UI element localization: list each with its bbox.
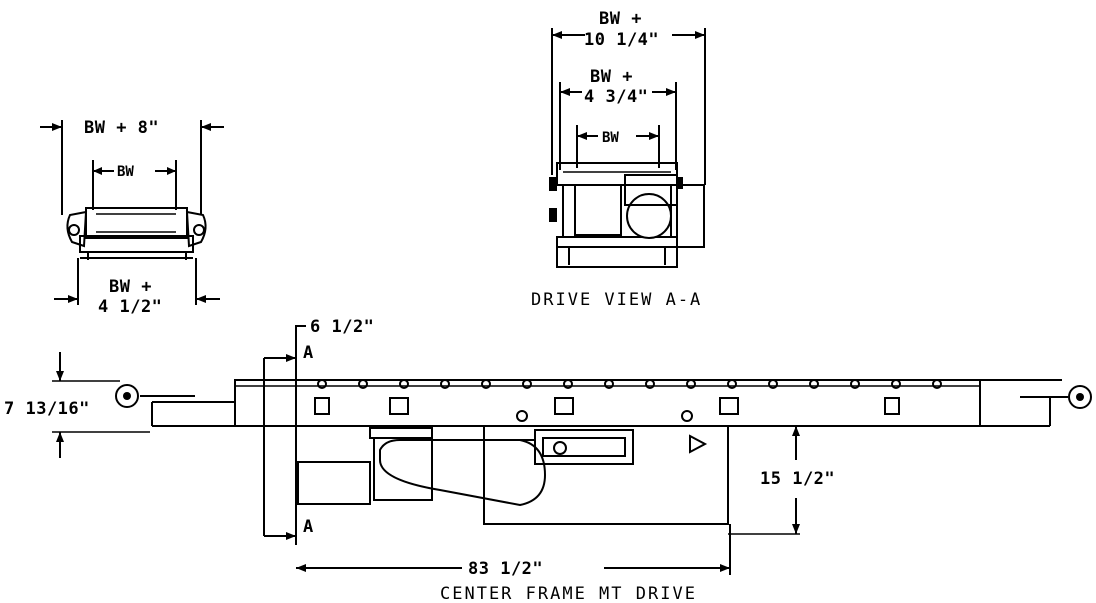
drive-view-dim-inner: BW — [602, 130, 619, 146]
side-view: 6 1/2" A A 7 13/16" — [4, 317, 1092, 603]
side-view-dim-length: 83 1/2" — [468, 559, 543, 579]
side-view-dim-height: 7 13/16" — [4, 399, 90, 419]
side-view-dim-offset: 6 1/2" — [310, 317, 374, 337]
end-view-dim-top: BW + 8" — [84, 118, 159, 138]
drive-view-dim-outer-line2: 10 1/4" — [584, 30, 659, 50]
side-view-dim-drive-drop: 15 1/2" — [760, 469, 835, 489]
end-view-section — [66, 207, 207, 260]
drive-view-caption: DRIVE VIEW A-A — [531, 290, 702, 310]
drive-unit — [549, 162, 705, 268]
side-view-caption: CENTER FRAME MT DRIVE — [440, 584, 697, 603]
drive-view-dim-outer-line1: BW + — [599, 9, 642, 29]
end-view: BW + 8" BW BW + 4 1/2" — [40, 118, 224, 317]
roller-row — [317, 379, 942, 389]
end-view-dim-bottom-line1: BW + — [109, 277, 152, 297]
conveyor-frame — [115, 379, 1092, 427]
end-view-dim-inner: BW — [117, 164, 134, 180]
drive-view-dim-mid-line2: 4 3/4" — [584, 87, 648, 107]
drive-assembly — [297, 425, 729, 525]
section-mark-top: A — [303, 343, 314, 363]
section-mark-bottom: A — [303, 517, 314, 537]
end-view-dim-bottom-line2: 4 1/2" — [98, 297, 162, 317]
drive-view: BW + 10 1/4" BW + 4 3/4" BW — [531, 9, 706, 310]
drive-view-dim-mid-line1: BW + — [590, 67, 633, 87]
